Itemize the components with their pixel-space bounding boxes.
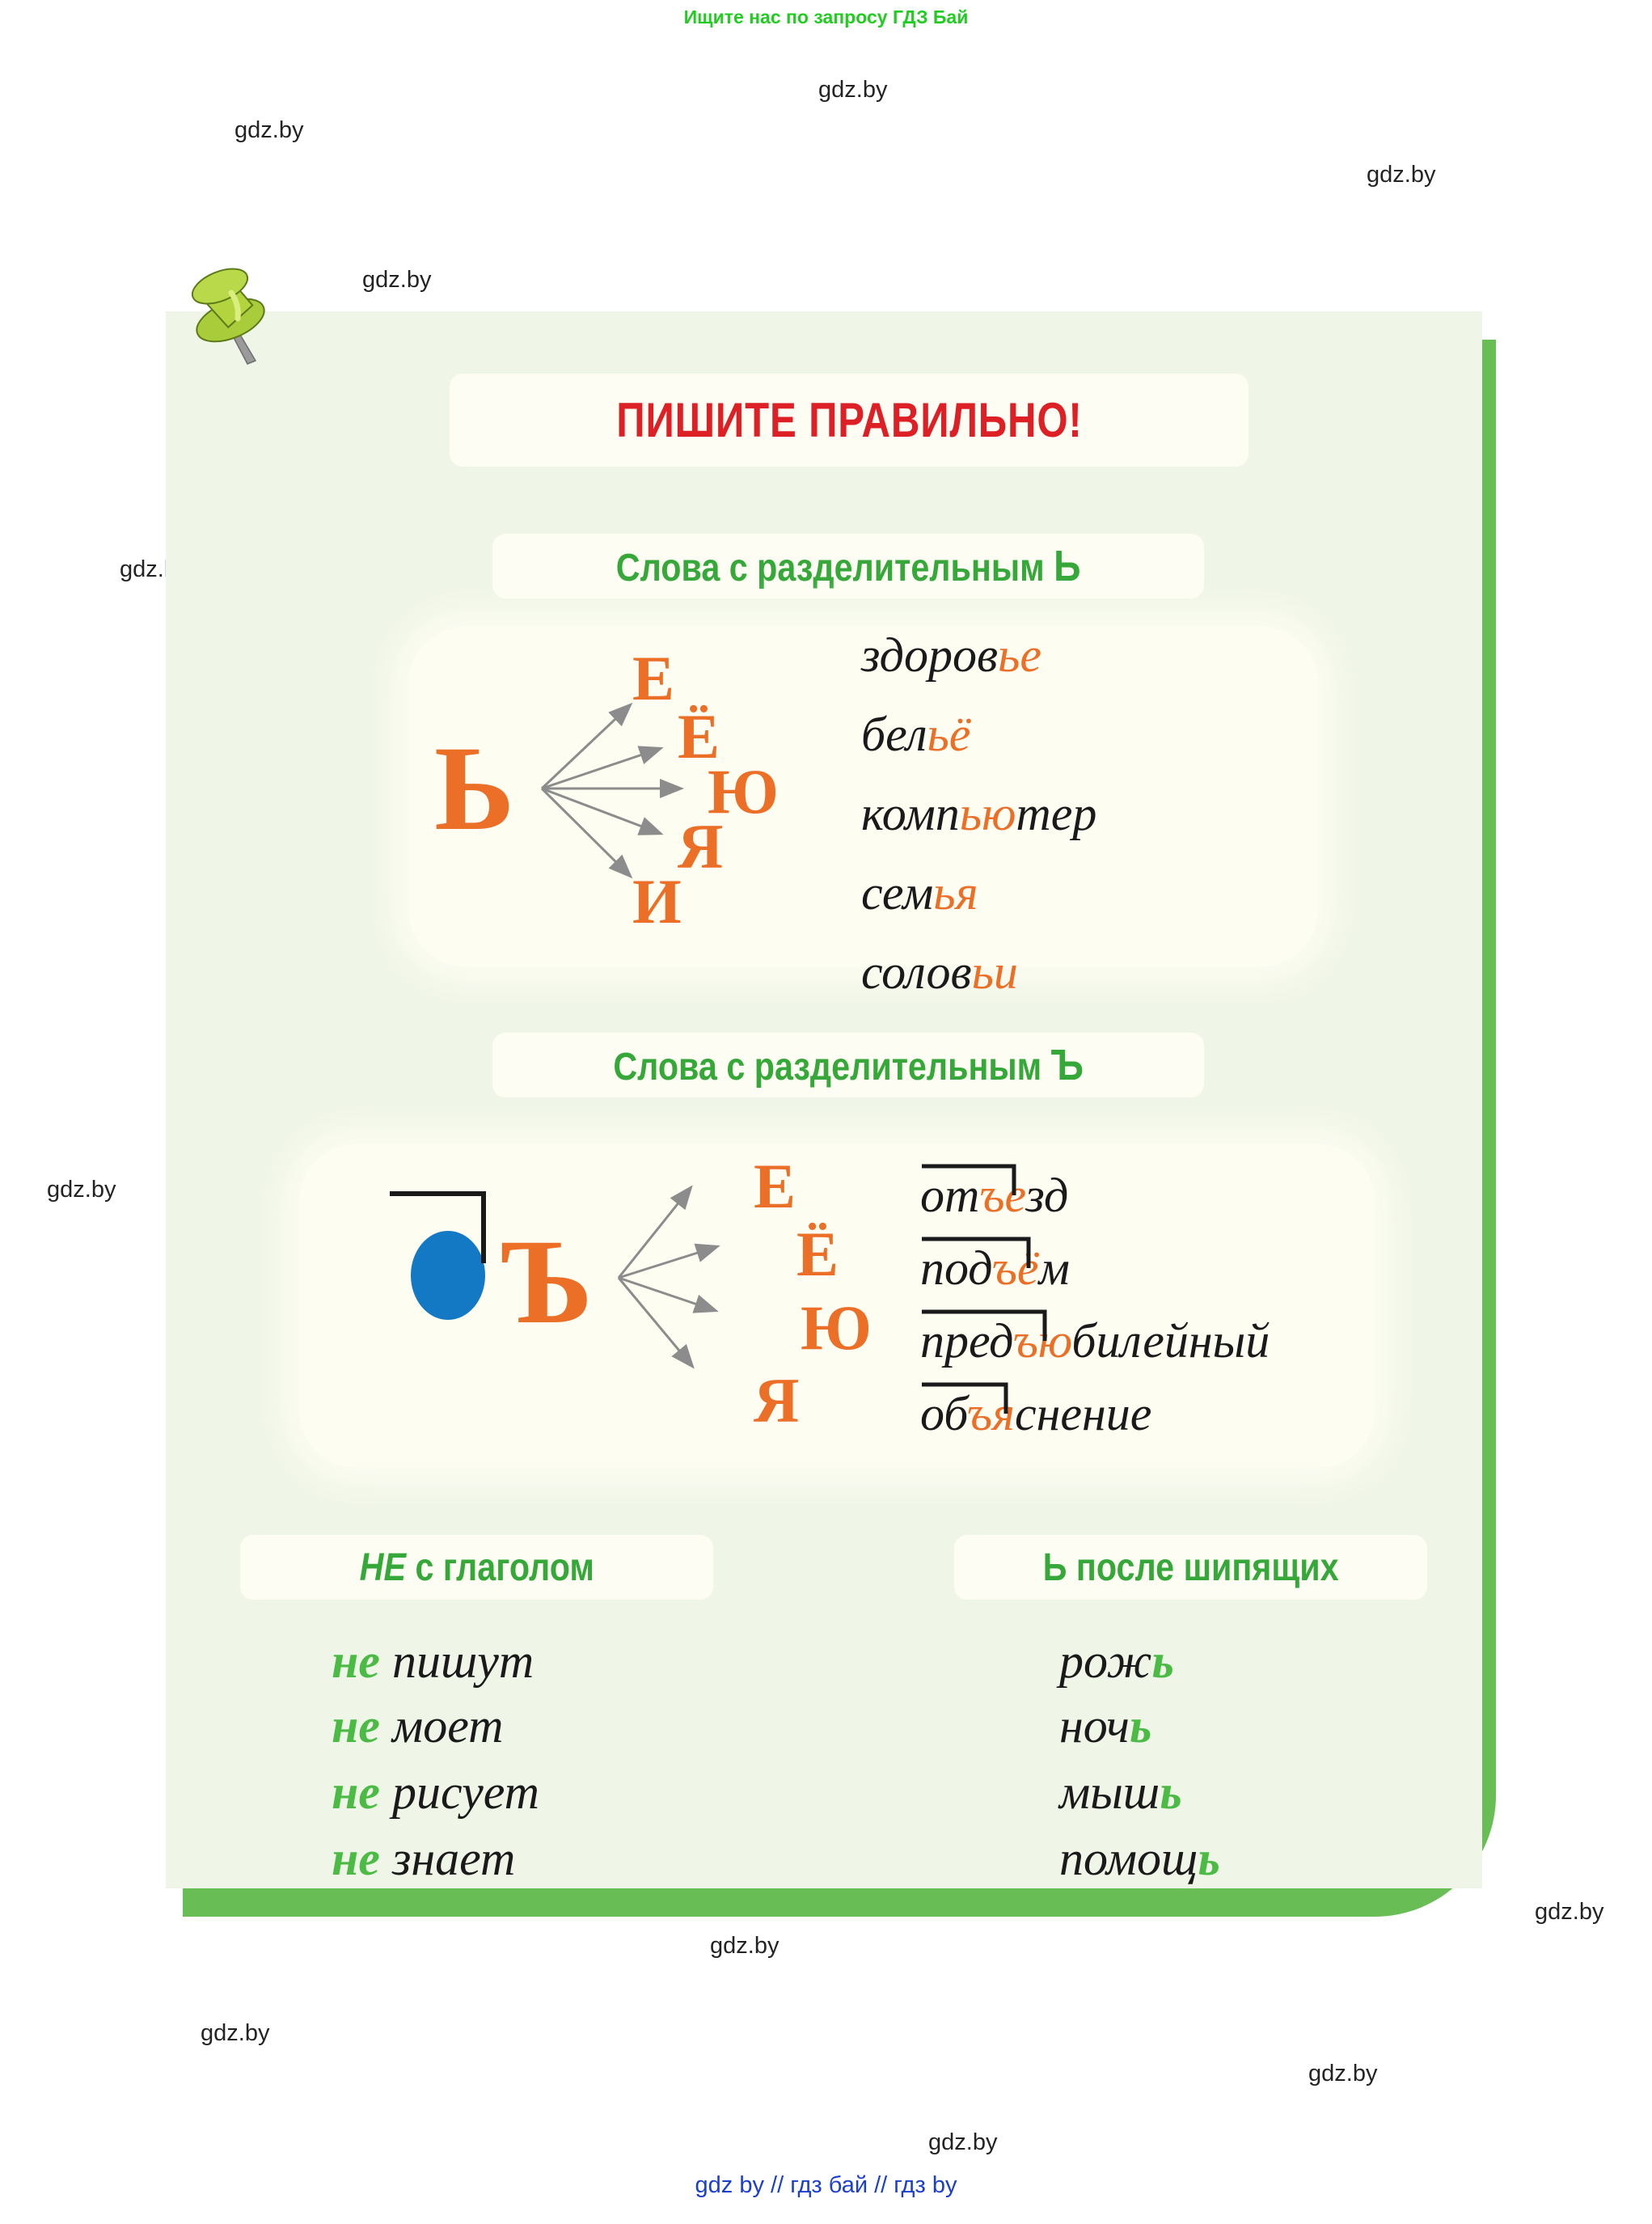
word-prefix-bracket-1 (920, 1236, 1033, 1274)
watermark: gdz.by (47, 1177, 116, 1203)
promo-banner: Ищите нас по запросу ГДЗ Бай (683, 6, 969, 27)
section-header-soft-sign-label: Слова с разделительным Ь (615, 542, 1081, 590)
blue-circle-icon (411, 1231, 485, 1320)
soft-sign-word-3: семья (861, 866, 978, 920)
watermark: gdz.by (1535, 1899, 1604, 1925)
soft-after-hush-item-1: ночь (1059, 1699, 1152, 1753)
hard-sign-arrows (611, 1173, 796, 1387)
soft-sign-arrows (534, 671, 752, 910)
hard-sign-key-letter: Ъ (500, 1215, 593, 1349)
pushpin-icon (184, 265, 273, 370)
page-title: ПИШИТЕ ПРАВИЛЬНО! (615, 393, 1083, 447)
watermark: gdz.by (234, 117, 304, 143)
soft-sign-vowel-yu: Ю (708, 756, 779, 827)
section-header-soft-after-hush-label: Ь после шипящих (1042, 1545, 1339, 1589)
hard-sign-vowel-e: Е (754, 1151, 796, 1221)
section-header-soft-after-hush: Ь после шипящих (954, 1535, 1427, 1600)
ne-verb-item-0: не пишут (332, 1634, 534, 1688)
ne-verb-item-1: не моет (332, 1699, 504, 1753)
soft-sign-word-4: соловьи (861, 945, 1018, 999)
word-prefix-bracket-2 (920, 1309, 1050, 1347)
soft-after-hush-item-3: помощь (1059, 1832, 1220, 1885)
section-header-hard-sign-label: Слова с разделительным Ъ (613, 1041, 1084, 1089)
ne-verb-item-2: не рисует (332, 1765, 539, 1819)
ne-verb-item-3: не знает (332, 1832, 516, 1885)
hard-sign-word-1: подъём (920, 1241, 1070, 1295)
soft-after-hush-item-2: мышь (1059, 1765, 1182, 1819)
soft-sign-word-1: бельё (861, 708, 971, 761)
watermark: gdz.by (710, 1933, 780, 1959)
section-header-hard-sign: Слова с разделительным Ъ (492, 1033, 1204, 1097)
soft-sign-word-0: здоровье (861, 628, 1041, 682)
soft-sign-key-letter: Ь (434, 721, 515, 856)
soft-sign-word-2: компьютер (861, 787, 1097, 840)
watermark: gdz.by (928, 2129, 998, 2155)
section-header-ne-verb: НЕ с глаголом (240, 1535, 713, 1600)
soft-after-hush-item-0: рожь (1059, 1634, 1174, 1688)
section-header-soft-sign: Слова с разделительным Ь (492, 534, 1204, 598)
prefix-bracket-icon (388, 1189, 493, 1274)
section-header-ne-verb-label: НЕ с глаголом (359, 1545, 594, 1589)
watermark: gdz.by (362, 267, 432, 293)
watermark: gdz.by (1367, 162, 1436, 188)
hard-sign-vowel-ya: Я (754, 1365, 800, 1435)
watermark: gdz.by (818, 77, 888, 103)
word-prefix-bracket-3 (920, 1381, 1011, 1419)
footer-links[interactable]: gdz by // гдз бай // гдз by (695, 2172, 957, 2198)
soft-sign-vowel-e: Е (632, 643, 675, 713)
hard-sign-vowel-yo: Ё (796, 1219, 839, 1289)
hard-sign-word-0: отъезд (920, 1169, 1069, 1222)
hard-sign-word-2: предъюбилейный (920, 1314, 1270, 1368)
hard-sign-diagram-card (299, 1144, 1375, 1468)
watermark: gdz.by (1308, 2061, 1378, 2087)
watermark: gdz.by (201, 2020, 270, 2046)
soft-sign-vowel-i: И (632, 866, 682, 937)
word-prefix-bracket-0 (920, 1163, 1019, 1201)
hard-sign-vowel-yu: Ю (801, 1292, 872, 1363)
hard-sign-word-3: объяснение (920, 1387, 1152, 1440)
soft-sign-vowel-ya: Я (678, 811, 724, 882)
poster-title-box: ПИШИТЕ ПРАВИЛЬНО! (450, 374, 1249, 467)
soft-sign-vowel-yo: Ё (678, 701, 720, 772)
